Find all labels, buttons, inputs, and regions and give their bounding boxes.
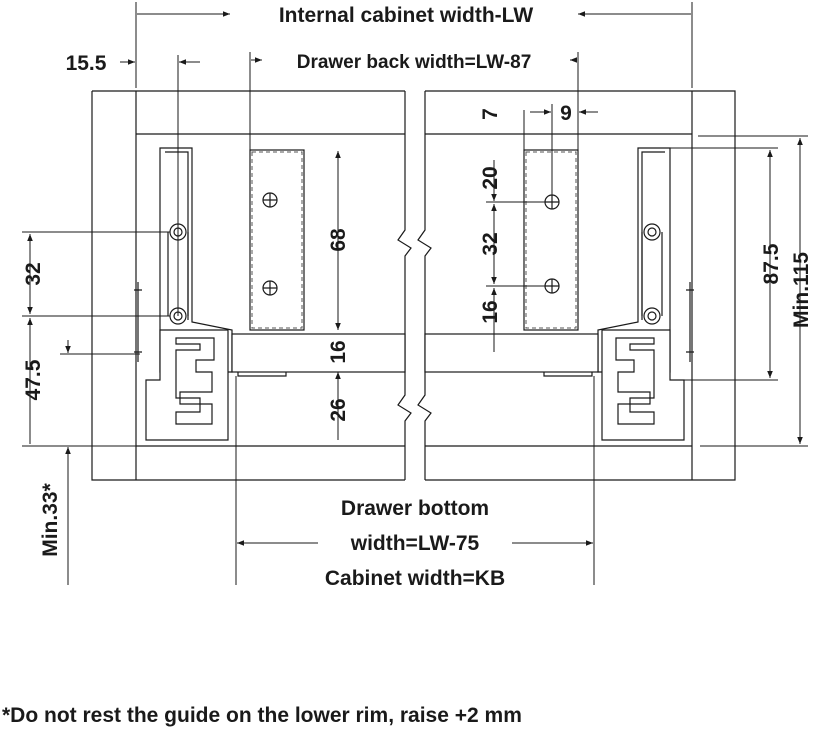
label-internal-width: Internal cabinet width-LW [279,4,534,27]
dim-7-9: 7 9 [479,102,598,195]
label-7: 7 [479,108,502,120]
label-16-right: 16 [479,300,502,323]
dim-drawer-bottom: Drawer bottom width=LW-75 Cabinet width=… [235,376,595,590]
label-87-5: 87.5 [760,243,783,284]
label-drawer-back: Drawer back width=LW-87 [297,52,532,73]
label-9: 9 [560,102,572,125]
label-32-right: 32 [479,232,502,255]
label-drawer-bottom-2: width=LW-75 [350,532,480,555]
dim-drawer-back: Drawer back width=LW-87 [249,52,579,150]
dim-left-vertical: 32 47.5 Min.33* [22,231,170,585]
dim-68-16-26: 68 16 26 [327,151,350,440]
dim-20-32-16: 20 32 16 [479,160,545,352]
dim-15-5: 15.5 [66,52,200,316]
right-drawer-side [424,147,694,441]
label-cabinet-width: Cabinet width=KB [325,567,505,590]
dim-internal-width: Internal cabinet width-LW [135,2,693,88]
label-68: 68 [327,228,350,252]
label-min-115: Min.115 [790,252,813,328]
label-20: 20 [479,166,502,189]
left-drawer-side [134,147,406,441]
label-drawer-bottom-1: Drawer bottom [341,497,489,520]
label-15-5: 15.5 [66,52,107,75]
label-min-33: Min.33* [39,482,62,556]
label-32-left: 32 [22,262,45,285]
label-26: 26 [327,398,350,421]
cabinet-frame [91,90,736,481]
label-47-5: 47.5 [22,359,45,400]
dim-right-vertical: 87.5 Min.115 [670,135,813,447]
label-16-center: 16 [327,340,350,363]
footnote: *Do not rest the guide on the lower rim,… [2,704,522,727]
